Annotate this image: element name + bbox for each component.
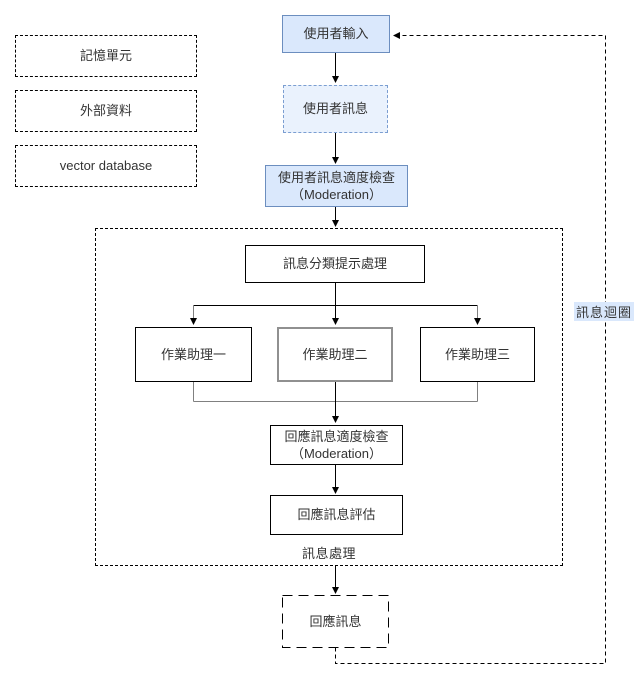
- label-message-loop: 訊息迴圈: [574, 302, 635, 321]
- node-memory-unit: 記憶單元: [15, 35, 197, 77]
- node-response-moderation-line2: （Moderation）: [290, 446, 383, 461]
- node-external-data-label: 外部資料: [79, 103, 132, 119]
- node-assistant-2-label: 作業助理二: [302, 346, 368, 362]
- node-response-message-label: 回應訊息: [309, 613, 362, 629]
- node-response-message: 回應訊息: [283, 596, 388, 647]
- label-message-processing: 訊息處理: [302, 546, 357, 561]
- node-user-moderation: 使用者訊息適度檢查 （Moderation）: [265, 165, 408, 207]
- node-assistant-3-label: 作業助理三: [444, 346, 510, 362]
- node-user-moderation-line1: 使用者訊息適度檢查: [277, 169, 395, 185]
- node-assistant-1: 作業助理一: [135, 327, 252, 382]
- node-user-message: 使用者訊息: [283, 85, 388, 133]
- node-response-eval: 回應訊息評估: [270, 495, 403, 535]
- node-response-moderation-line1: 回應訊息適度檢查: [284, 428, 389, 444]
- node-user-moderation-line2: （Moderation）: [290, 187, 383, 202]
- node-assistant-3: 作業助理三: [420, 327, 535, 382]
- node-classify-prompt: 訊息分類提示處理: [245, 245, 425, 283]
- node-response-moderation: 回應訊息適度檢查 （Moderation）: [270, 425, 403, 465]
- node-assistant-2: 作業助理二: [277, 327, 393, 382]
- node-user-message-label: 使用者訊息: [302, 101, 368, 117]
- node-classify-prompt-label: 訊息分類提示處理: [282, 256, 387, 272]
- node-external-data: 外部資料: [15, 90, 197, 132]
- group-message-processing: [95, 228, 563, 566]
- node-response-eval-label: 回應訊息評估: [297, 507, 376, 523]
- node-memory-unit-label: 記憶單元: [79, 48, 132, 64]
- node-user-input: 使用者輸入: [282, 15, 390, 53]
- node-assistant-1-label: 作業助理一: [160, 346, 226, 362]
- node-vector-database: vector database: [15, 145, 197, 187]
- node-vector-database-label: vector database: [59, 158, 153, 174]
- node-user-input-label: 使用者輸入: [303, 26, 369, 42]
